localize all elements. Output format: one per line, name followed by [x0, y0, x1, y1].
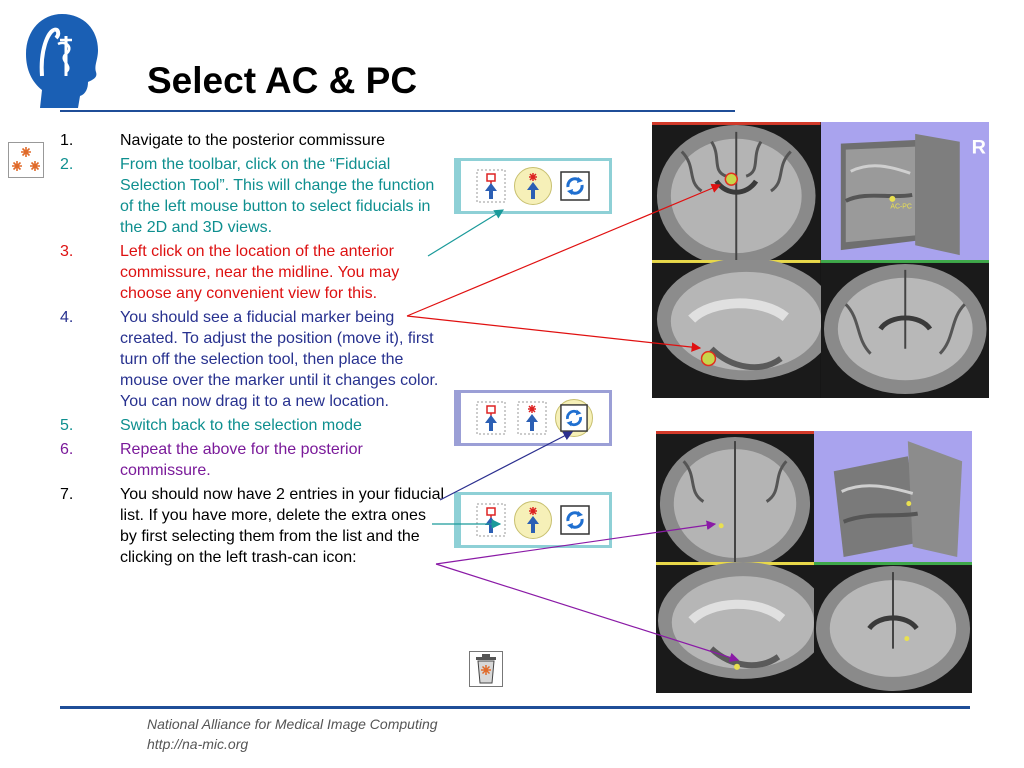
slicer-viewer-bottom[interactable]	[656, 431, 972, 693]
step-item: 5.Switch back to the selection mode	[60, 417, 362, 434]
fiducial-place-icon	[476, 169, 506, 203]
namic-logo-icon	[22, 10, 104, 110]
step-item: 6.Repeat the above for the posterior com…	[60, 441, 363, 479]
step-item: 2.From the toolbar, click on the “Fiduci…	[60, 156, 435, 236]
toolbar-select-mode-again	[454, 492, 612, 548]
step-item: 4.You should see a fiducial marker being…	[60, 309, 439, 410]
toolbar-select-mode	[454, 158, 612, 214]
trash-can-icon	[476, 654, 496, 684]
axial-view[interactable]	[656, 431, 814, 562]
toolbar-off-mode	[454, 390, 612, 446]
3d-view[interactable]	[814, 431, 972, 562]
refresh-view-icon	[559, 171, 590, 201]
fiducial-list-icon	[8, 142, 44, 178]
orientation-label: R	[971, 137, 985, 159]
fiducial-select-icon	[517, 401, 547, 435]
arrow-step3-sagittal	[406, 315, 702, 352]
step-item: 7.You should now have 2 entries in your …	[60, 486, 445, 566]
refresh-view-button[interactable]	[557, 168, 593, 204]
fiducial-select-button[interactable]	[514, 400, 550, 436]
slide-title: Select AC & PC	[147, 60, 418, 101]
fiducial-select-icon	[526, 507, 539, 533]
sagittal-view[interactable]	[656, 562, 814, 693]
refresh-view-button[interactable]	[554, 399, 593, 437]
instruction-steps: 1.Navigate to the posterior commissure 2…	[60, 130, 445, 571]
refresh-view-icon	[559, 505, 590, 535]
arrow-step3-axial	[406, 183, 722, 317]
sagittal-view[interactable]	[652, 260, 821, 398]
arrow-step6-sagittal	[435, 563, 740, 663]
fiducial-label: AC-PC	[890, 204, 912, 211]
step-item: 1.Navigate to the posterior commissure	[60, 132, 385, 149]
coronal-view[interactable]	[820, 260, 989, 398]
trash-can-button[interactable]	[469, 651, 503, 687]
3d-view[interactable]: AC-PC R	[820, 122, 989, 260]
title-divider	[60, 110, 735, 112]
arrow-step4	[439, 431, 574, 501]
refresh-view-icon	[559, 404, 588, 432]
footer-divider	[60, 706, 970, 709]
fiducial-place-icon	[476, 401, 506, 435]
fiducial-select-button[interactable]	[513, 501, 552, 539]
arrow-step2	[427, 209, 505, 257]
slicer-viewer-top[interactable]: AC-PC R	[652, 122, 989, 398]
fiducial-select-button[interactable]	[513, 167, 552, 205]
fiducial-place-button[interactable]	[473, 400, 509, 436]
fiducial-place-button[interactable]	[473, 168, 509, 204]
fiducial-select-icon	[526, 173, 539, 199]
footer-org: National Alliance for Medical Image Comp…	[147, 716, 438, 732]
coronal-view[interactable]	[814, 562, 972, 693]
refresh-view-button[interactable]	[557, 502, 593, 538]
arrow-step6-axial	[435, 520, 717, 565]
axial-view[interactable]	[652, 122, 821, 260]
step-item: 3.Left click on the location of the ante…	[60, 243, 400, 302]
footer-url: http://na-mic.org	[147, 736, 249, 752]
